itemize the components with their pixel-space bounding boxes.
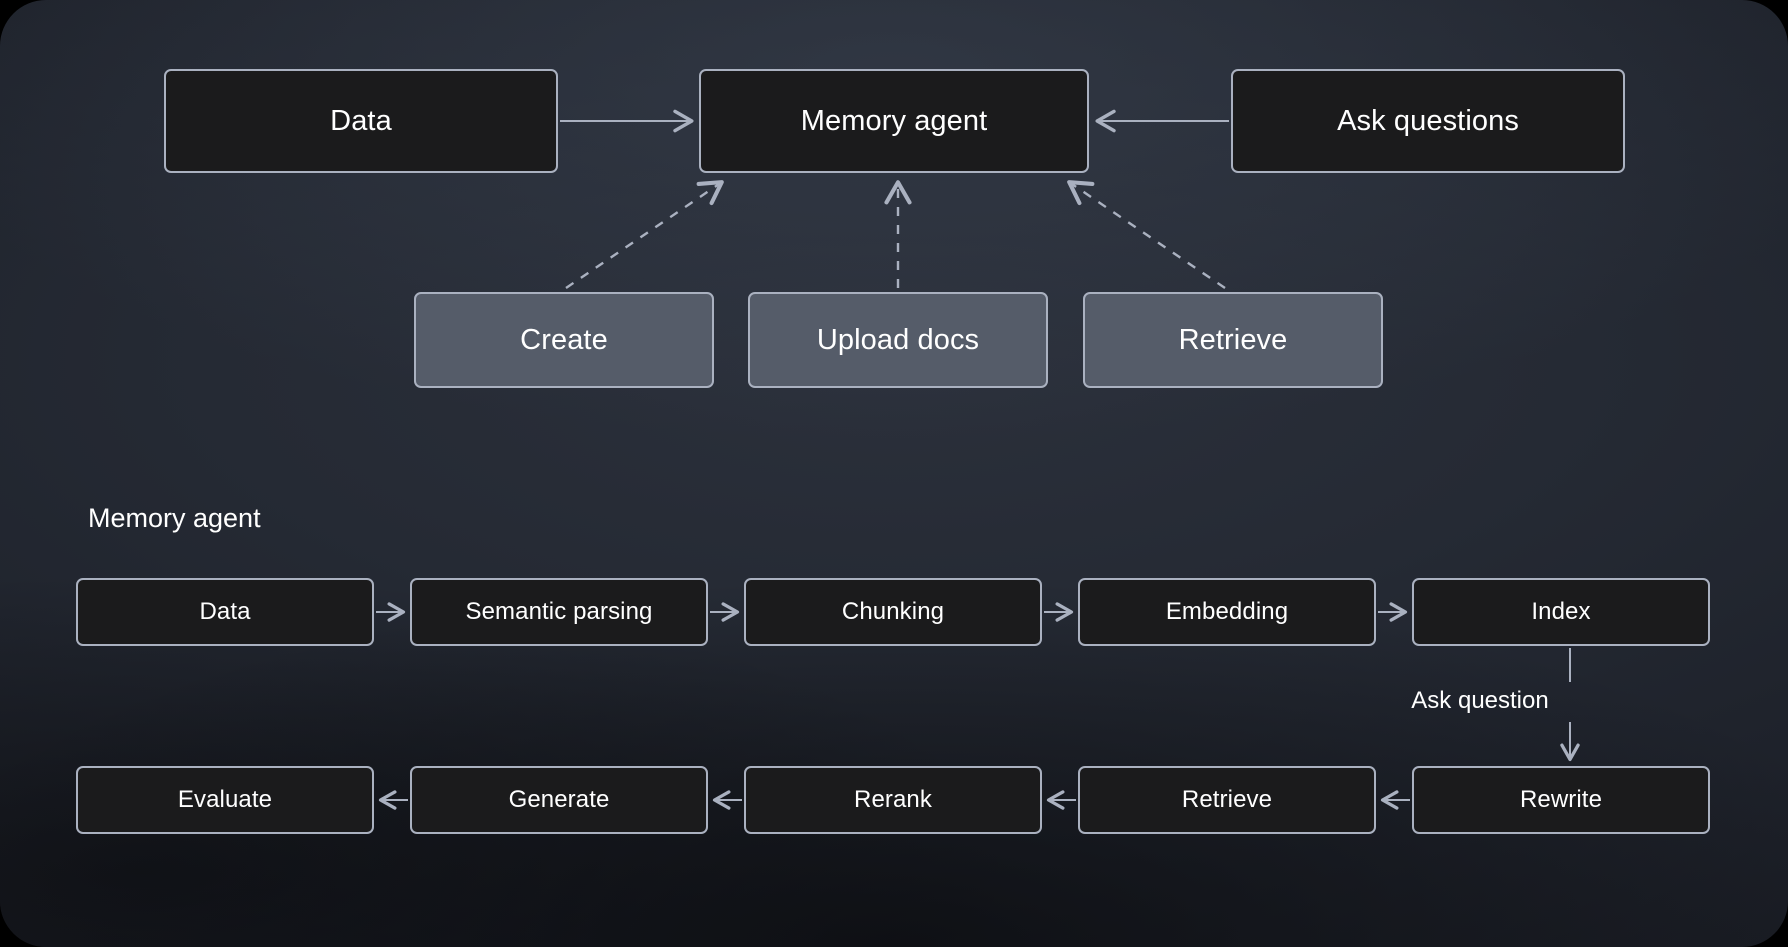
node-label: Semantic parsing bbox=[465, 598, 653, 625]
node-label: Generate bbox=[508, 786, 610, 813]
node-label: Chunking bbox=[841, 598, 945, 625]
pipeline-node-index[interactable]: Index bbox=[1412, 578, 1710, 646]
node-label: Ask questions bbox=[1337, 104, 1519, 137]
node-memory-agent[interactable]: Memory agent bbox=[699, 69, 1089, 173]
node-create[interactable]: Create bbox=[414, 292, 714, 388]
pipeline-node-embedding[interactable]: Embedding bbox=[1078, 578, 1376, 646]
pipeline-node-rerank[interactable]: Rerank bbox=[744, 766, 1042, 834]
node-label: Rerank bbox=[854, 786, 932, 813]
node-label: Create bbox=[520, 323, 608, 356]
edge-create-to-memory-agent bbox=[565, 180, 724, 289]
pipeline-node-retrieve[interactable]: Retrieve bbox=[1078, 766, 1376, 834]
node-label: Embedding bbox=[1165, 598, 1289, 625]
node-label: Rewrite bbox=[1519, 786, 1603, 813]
pipeline-node-rewrite[interactable]: Rewrite bbox=[1412, 766, 1710, 834]
pipeline-node-generate[interactable]: Generate bbox=[410, 766, 708, 834]
node-data-top[interactable]: Data bbox=[164, 69, 558, 173]
section-title: Memory agent bbox=[88, 503, 261, 533]
node-label: Evaluate bbox=[177, 786, 273, 813]
node-label: Upload docs bbox=[816, 323, 980, 356]
edge-label-ask-question: Ask question bbox=[1411, 687, 1549, 714]
pipeline-node-semantic-parsing[interactable]: Semantic parsing bbox=[410, 578, 708, 646]
node-ask-questions[interactable]: Ask questions bbox=[1231, 69, 1625, 173]
node-label: Memory agent bbox=[800, 104, 988, 137]
node-label: Retrieve bbox=[1178, 323, 1288, 356]
node-upload-docs[interactable]: Upload docs bbox=[748, 292, 1048, 388]
pipeline-node-chunking[interactable]: Chunking bbox=[744, 578, 1042, 646]
node-label: Data bbox=[330, 104, 392, 137]
node-label: Data bbox=[199, 598, 251, 625]
pipeline-node-evaluate[interactable]: Evaluate bbox=[76, 766, 374, 834]
edge-retrieve-to-memory-agent bbox=[1067, 180, 1226, 289]
pipeline-node-data[interactable]: Data bbox=[76, 578, 374, 646]
node-label: Retrieve bbox=[1181, 786, 1273, 813]
node-retrieve-capability[interactable]: Retrieve bbox=[1083, 292, 1383, 388]
node-label: Index bbox=[1531, 598, 1591, 625]
